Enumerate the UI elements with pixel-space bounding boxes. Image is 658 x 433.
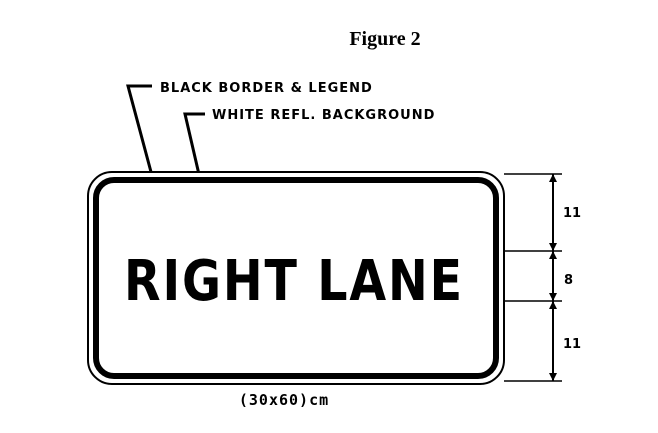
figure-title: Figure 2 (349, 28, 420, 50)
sign-legend: RIGHT LANE (124, 249, 464, 314)
sign-size-label: (30x60)cm (239, 391, 329, 409)
dim-label-top: 11 (563, 206, 581, 221)
dim-label-middle: 8 (564, 273, 573, 288)
callout-border-legend: BLACK BORDER & LEGEND (160, 81, 373, 96)
callout-white-background: WHITE REFL. BACKGROUND (212, 108, 435, 123)
dim-arrow-upper-a (549, 243, 557, 251)
dim-arrow-bottom (549, 373, 557, 381)
dim-arrow-lower-a (549, 293, 557, 301)
dim-arrow-upper-b (549, 251, 557, 259)
dim-label-bottom: 11 (563, 337, 581, 352)
sign-inner-border (93, 177, 499, 379)
dim-arrow-lower-b (549, 301, 557, 309)
dim-arrow-top (549, 174, 557, 182)
